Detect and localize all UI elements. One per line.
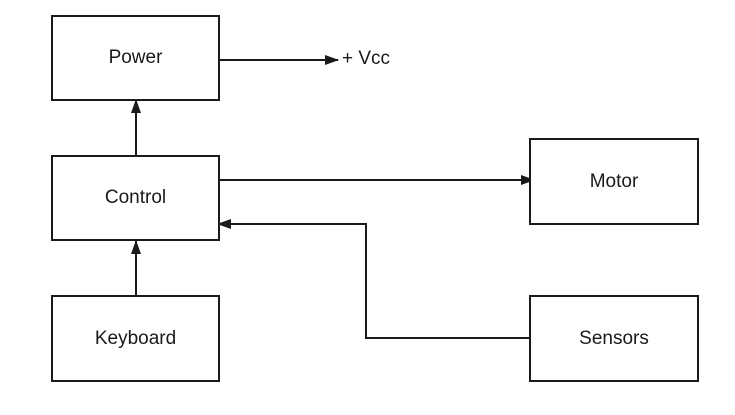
keyboard-block: Keyboard: [51, 295, 220, 382]
motor-label: Motor: [589, 170, 639, 192]
control-block: Control: [51, 155, 220, 241]
sensors-to-control-arrow: [217, 219, 530, 339]
power-label: Power: [108, 47, 163, 68]
keyboard-label: Keyboard: [94, 327, 177, 349]
control-label: Control: [104, 187, 167, 208]
sensors-block: Sensors: [529, 295, 699, 382]
motor-block: Motor: [529, 138, 699, 225]
sensors-label: Sensors: [579, 327, 649, 349]
vcc-label: + Vcc: [342, 48, 391, 69]
power-block: Power: [51, 15, 220, 101]
